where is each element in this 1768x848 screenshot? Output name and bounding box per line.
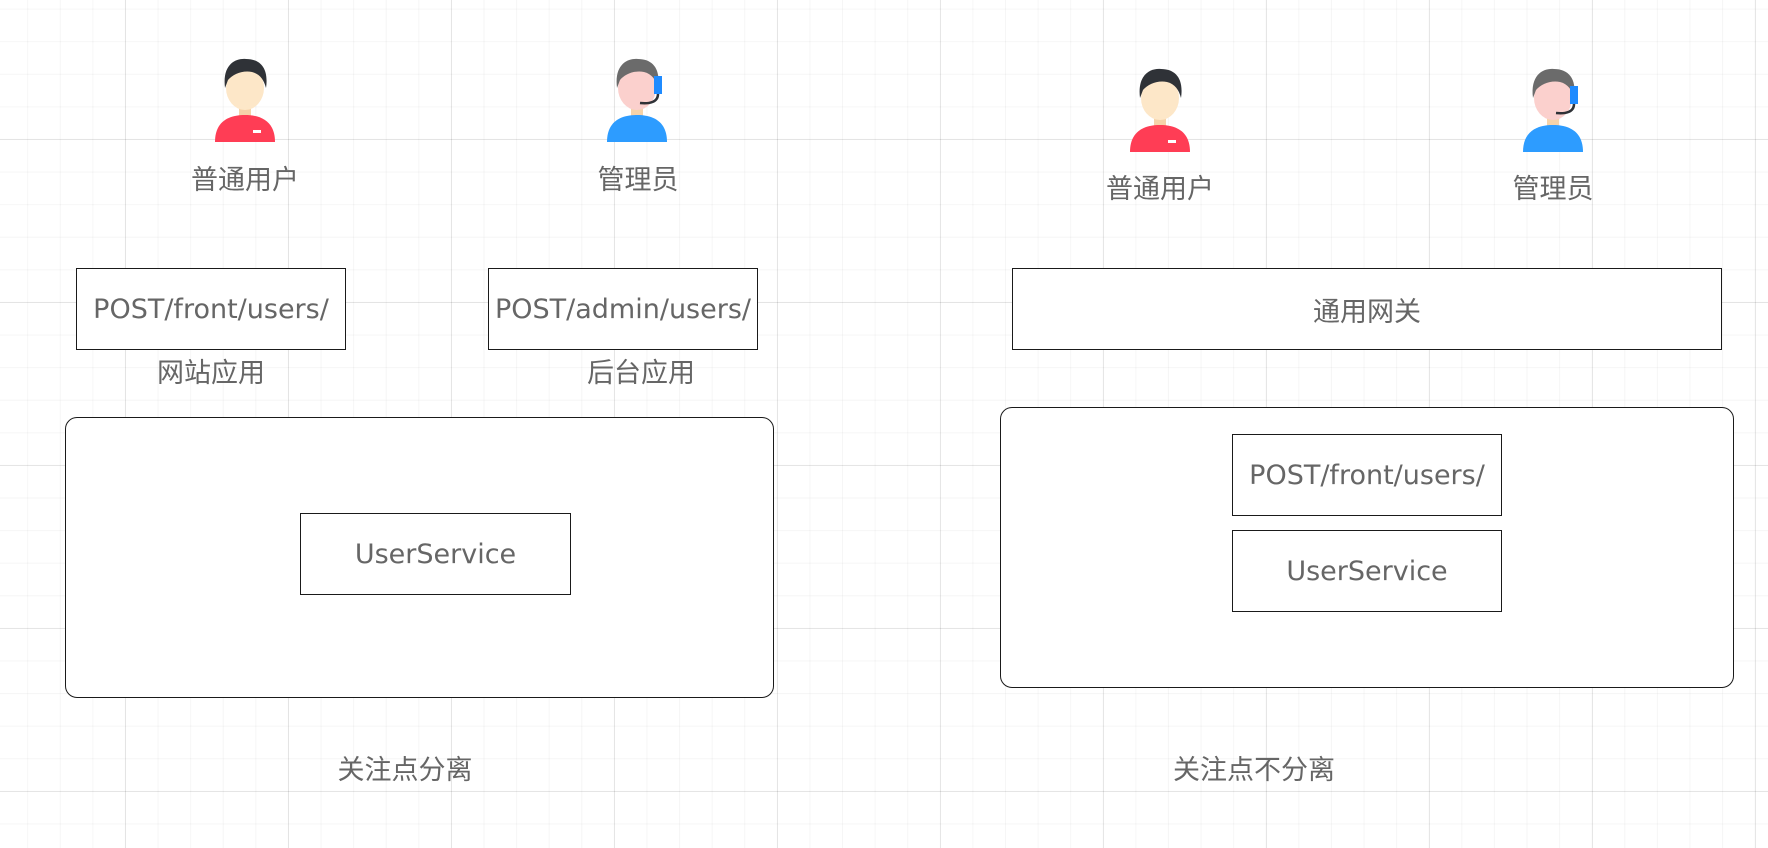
user-avatar-icon (200, 52, 290, 142)
front-app-label: 网站应用 (157, 358, 265, 389)
right-user-label: 普通用户 (1106, 174, 1214, 205)
right-caption: 关注点不分离 (1173, 755, 1335, 786)
right-user-service-box: UserService (1232, 530, 1502, 612)
front-endpoint-box: POST/front/users/ (76, 268, 346, 350)
right-front-endpoint-box: POST/front/users/ (1232, 434, 1502, 516)
admin-headset-avatar-icon (592, 52, 682, 142)
user-avatar-icon (1115, 62, 1205, 152)
admin-endpoint-box: POST/admin/users/ (488, 268, 758, 350)
left-user-service-box: UserService (300, 513, 571, 595)
right-admin-label: 管理员 (1512, 174, 1594, 205)
admin-app-label: 后台应用 (587, 358, 695, 389)
left-caption: 关注点分离 (337, 755, 473, 786)
gateway-box: 通用网关 (1012, 268, 1722, 350)
admin-headset-avatar-icon (1508, 62, 1598, 152)
left-user-label: 普通用户 (191, 165, 299, 196)
left-admin-label: 管理员 (597, 165, 679, 196)
